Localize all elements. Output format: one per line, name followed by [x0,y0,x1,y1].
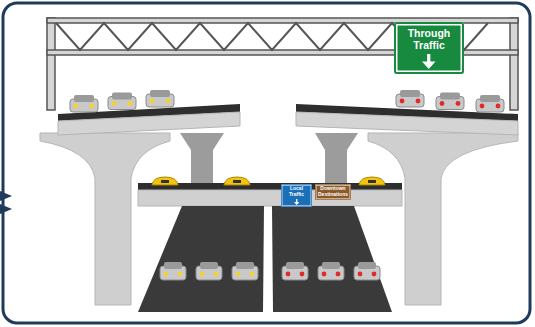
car-light [372,272,377,277]
car-roof [74,95,94,102]
taxi [359,177,385,185]
car-roof [480,95,500,102]
car-roof [164,262,182,269]
car-roof [322,262,340,269]
car [70,95,98,112]
car-roof [286,262,304,269]
down-arrow-shape [294,199,299,205]
car-light [200,272,205,277]
sign-text: Through Traffic [399,27,459,51]
car [396,90,424,107]
upper-deck [58,112,240,135]
car-light [90,104,95,109]
gantry-post [510,18,518,110]
pillar [180,133,224,190]
car [436,93,464,110]
lower-lane [272,206,392,312]
car-light [480,104,485,109]
car-roof [440,93,460,100]
car-light [166,99,171,104]
car-light [416,99,421,104]
car-roof [236,262,254,269]
sign-gantry [47,18,518,110]
car-roof [358,262,376,269]
pillar [315,133,358,190]
taxi-body [359,177,385,185]
cars [70,90,504,280]
local-sign: Local Traffic [281,184,312,207]
down-arrow-shape [422,54,436,69]
pillar [40,133,170,305]
frame [3,3,530,323]
taxi-window [161,180,169,183]
entry-arrow [0,204,12,214]
guide-sign: Through Traffic [394,22,464,74]
destination-sign: Downtown Destinations [315,184,351,200]
car-roof [150,90,170,97]
sign-text: Downtown Destinations [317,186,349,198]
taxi-window [368,180,376,183]
car-light [250,272,255,277]
car-roof [112,93,132,100]
car-light [336,272,341,277]
car [232,262,258,280]
car-roof [200,262,218,269]
car-light [164,272,169,277]
cross-deck [138,190,402,206]
down-arrow [294,199,299,205]
car-light [236,272,241,277]
car [354,262,380,280]
car [146,90,174,107]
entry-arrow [0,191,12,201]
car [476,95,504,112]
car-light [496,104,501,109]
car-light [440,101,445,106]
car [318,262,344,280]
taxi-window [233,180,241,183]
car-light [214,272,219,277]
car-light [74,104,79,109]
taxi-body [224,177,250,185]
down-arrow [422,54,436,69]
car [282,262,308,280]
car-light [400,99,405,104]
car [160,262,186,280]
car-light [456,101,461,106]
pillar [368,133,518,305]
taxi-body [152,177,178,185]
car-light [322,272,327,277]
taxi [224,177,250,185]
lower-lane [138,206,264,312]
gantry-post [47,18,55,110]
car-light [150,99,155,104]
car-light [128,101,133,106]
car-light [286,272,291,277]
upper-deck [296,112,518,135]
car-light [300,272,305,277]
car-roof [400,90,420,97]
sign-text: Local Traffic [283,186,310,198]
car-light [178,272,183,277]
car [108,93,136,110]
car-light [112,101,117,106]
taxi [152,177,178,185]
car-light [358,272,363,277]
car [196,262,222,280]
